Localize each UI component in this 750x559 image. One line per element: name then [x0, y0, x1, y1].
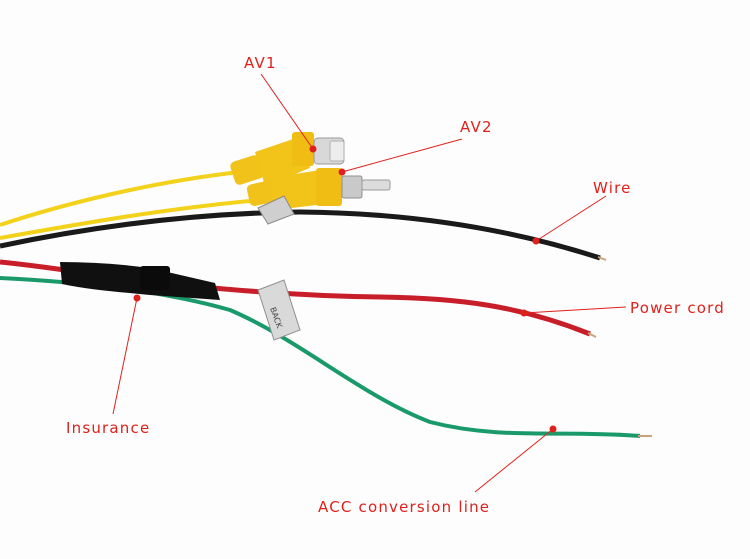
fuse-holder — [60, 262, 220, 300]
dot-wire — [532, 237, 540, 245]
leader-wire — [535, 195, 607, 242]
black-wire-tip — [597, 256, 607, 261]
red-wire-tip — [587, 332, 597, 338]
leader-insurance — [112, 297, 138, 415]
label-av1: AV1 — [244, 54, 277, 72]
label-wire: Wire — [593, 179, 632, 197]
rca-connector-av1 — [230, 132, 345, 186]
green-wire — [0, 276, 641, 438]
leader-power-cord — [523, 306, 627, 314]
dot-acc — [549, 425, 557, 433]
leader-av2 — [341, 138, 463, 173]
leader-av1 — [260, 73, 314, 150]
leader-acc — [474, 428, 554, 493]
back-tag: BACK — [257, 279, 301, 341]
label-power-cord: Power cord — [630, 299, 725, 317]
wire-clip — [257, 195, 295, 225]
rca-connector-av2 — [246, 168, 391, 210]
dot-av2 — [338, 168, 346, 176]
label-insurance: Insurance — [66, 419, 151, 437]
yellow-wire-upper — [0, 170, 241, 227]
label-av2: AV2 — [460, 118, 493, 136]
dot-av1 — [309, 145, 317, 153]
dot-power-cord — [520, 309, 528, 317]
yellow-wire-lower — [0, 198, 261, 240]
label-acc-conversion-line: ACC conversion line — [318, 498, 491, 516]
black-wire — [0, 209, 601, 261]
dot-insurance — [133, 294, 141, 302]
